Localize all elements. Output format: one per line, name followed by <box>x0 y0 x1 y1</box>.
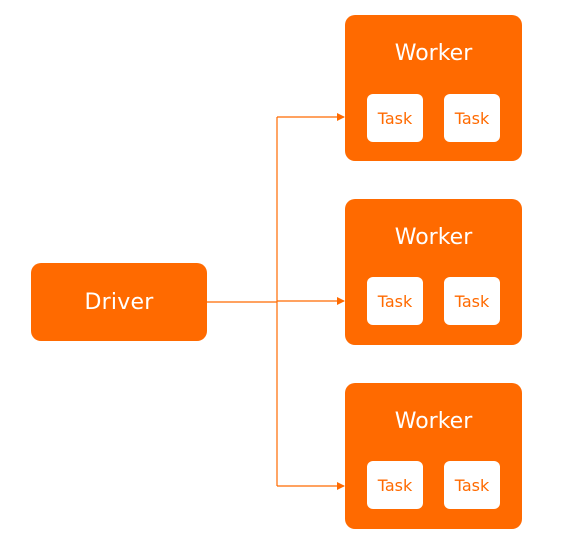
worker-node-1: Worker Task Task <box>345 15 522 161</box>
worker-label: Worker <box>394 41 473 66</box>
worker-node-3: Worker Task Task <box>345 383 522 529</box>
driver-label: Driver <box>84 289 154 315</box>
task-label: Task <box>454 475 490 495</box>
task-box: Task <box>367 461 423 509</box>
worker-label: Worker <box>394 409 473 434</box>
worker-label: Worker <box>394 225 473 250</box>
task-box: Task <box>367 277 423 325</box>
task-label: Task <box>454 291 490 311</box>
task-label: Task <box>377 291 413 311</box>
task-label: Task <box>454 108 490 128</box>
worker-node-2: Worker Task Task <box>345 199 522 345</box>
task-label: Task <box>377 108 413 128</box>
task-box: Task <box>444 277 500 325</box>
task-box: Task <box>367 94 423 142</box>
task-label: Task <box>377 475 413 495</box>
driver-node: Driver <box>31 263 207 341</box>
task-box: Task <box>444 94 500 142</box>
task-box: Task <box>444 461 500 509</box>
